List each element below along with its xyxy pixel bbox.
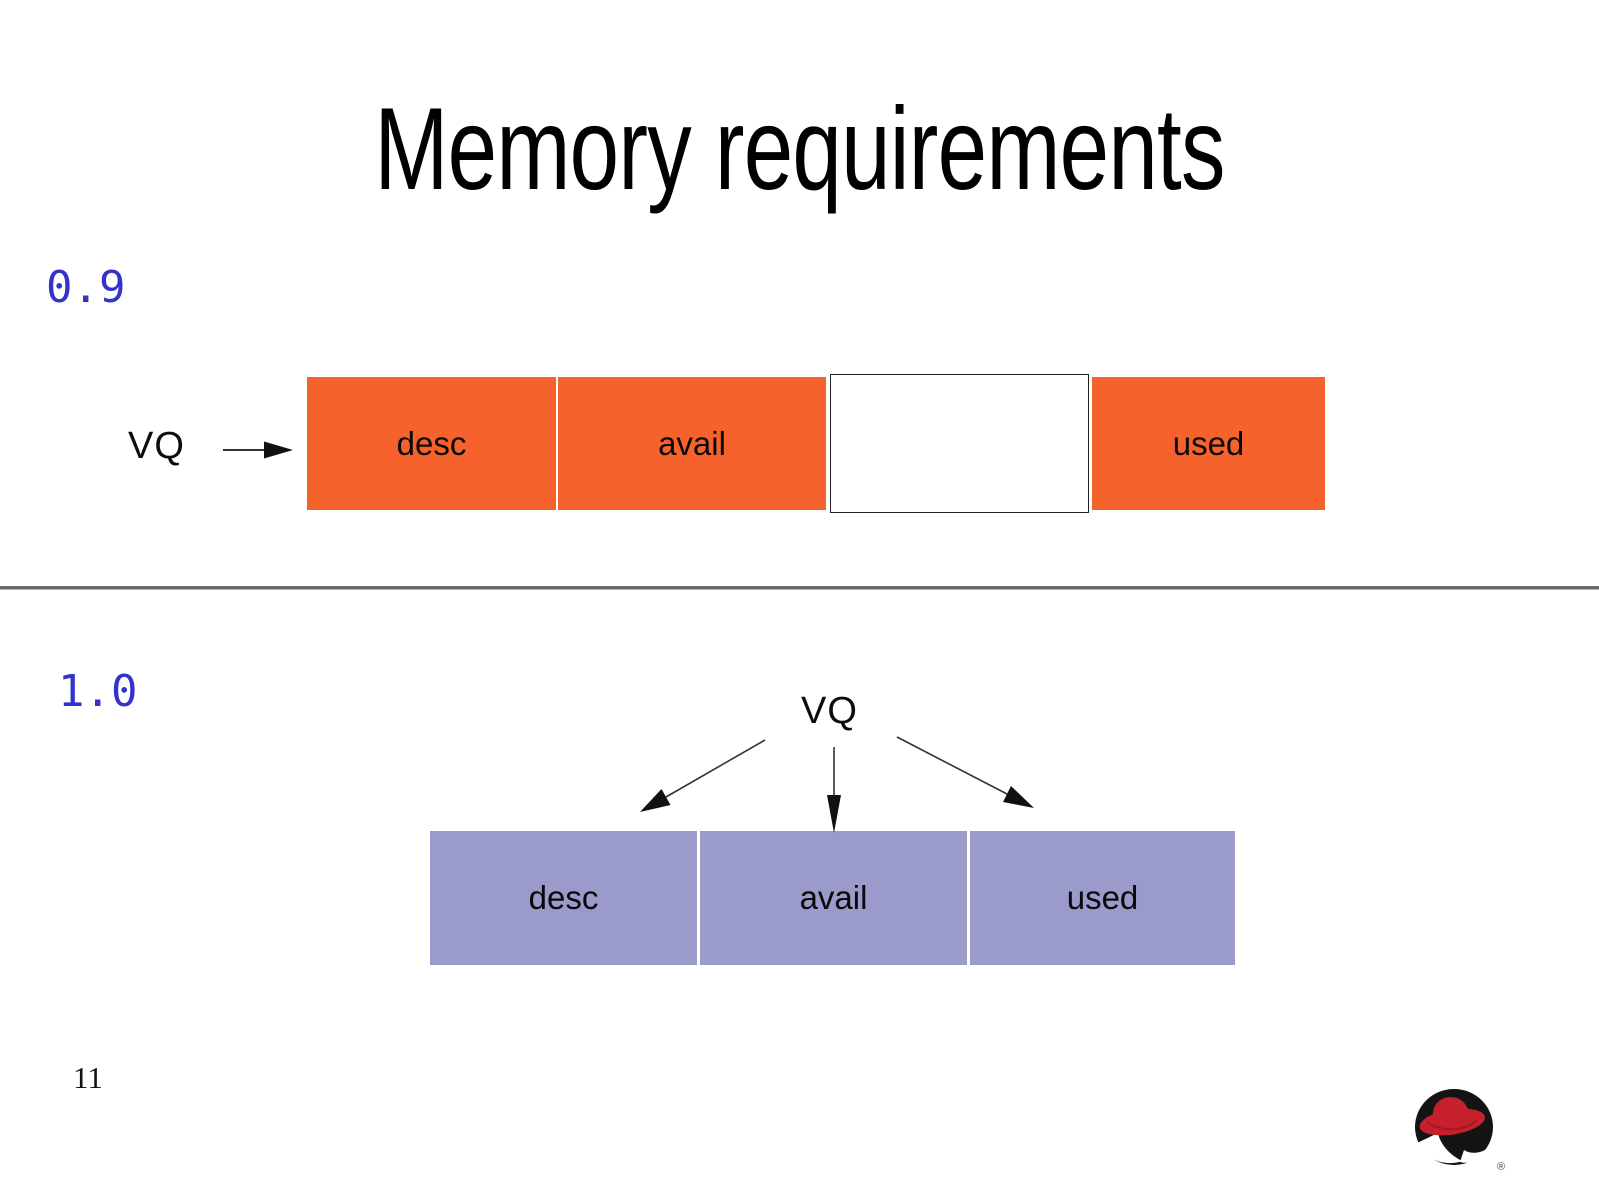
vq-label-10: VQ: [801, 690, 858, 732]
slide-title: Memory requirements: [374, 83, 1225, 214]
segment-used-10: used: [970, 831, 1235, 965]
vq-arrow-middle-10: [827, 747, 841, 833]
segment-desc-10: desc: [430, 831, 697, 965]
vq-arrow-left-10: [640, 739, 766, 812]
redhat-shadowman-logo-icon: ®: [1415, 1089, 1505, 1173]
version-label-09: 0.9: [46, 262, 126, 313]
segment-desc-09: desc: [307, 377, 556, 510]
vq-pointer-arrow-09: [223, 441, 293, 459]
memory-bar-09: desc avail used: [307, 374, 1325, 513]
version-label-10: 1.0: [58, 666, 138, 717]
segment-avail-10: avail: [700, 831, 967, 965]
segment-avail-09: avail: [558, 377, 826, 510]
vq-arrow-right-10: [896, 736, 1034, 808]
segment-used-09: used: [1092, 377, 1325, 510]
memory-bar-10: desc avail used: [430, 831, 1235, 965]
vq-label-09: VQ: [128, 425, 185, 467]
svg-text:®: ®: [1497, 1161, 1505, 1173]
segment-empty-09: [830, 374, 1089, 513]
page-number: 11: [73, 1060, 103, 1095]
section-divider-line: [0, 586, 1599, 590]
